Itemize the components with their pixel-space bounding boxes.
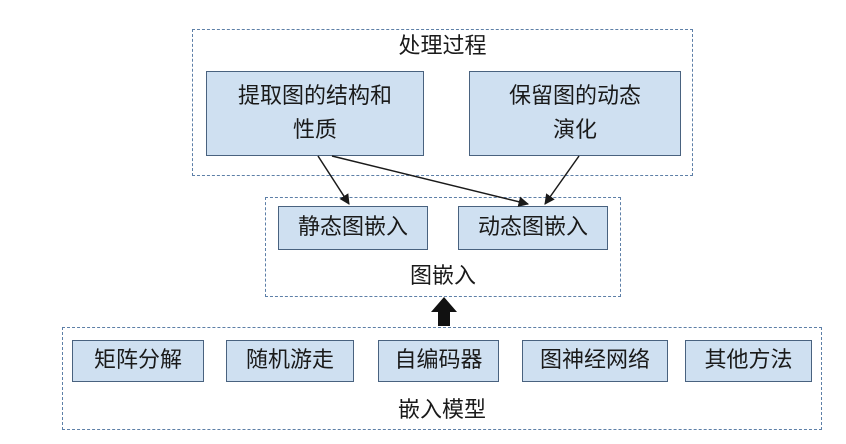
extract-structure-line2: 性质 bbox=[292, 117, 337, 143]
arrow-models-to-embedding bbox=[431, 297, 457, 326]
model-graph-neural-network: 图神经网络 bbox=[522, 340, 668, 382]
processing-title: 处理过程 bbox=[398, 34, 487, 59]
embedding-models-group bbox=[62, 327, 822, 430]
model-random-walk: 随机游走 bbox=[226, 340, 354, 382]
arrow-extract-to-dynamic bbox=[331, 155, 530, 207]
model-matrix-factorization: 矩阵分解 bbox=[72, 340, 204, 382]
extract-structure-line1: 提取图的结构和 bbox=[237, 83, 392, 109]
static-embedding-box: 静态图嵌入 bbox=[278, 206, 428, 250]
graph-embedding-group bbox=[265, 197, 621, 297]
dynamic-embedding-box: 动态图嵌入 bbox=[458, 206, 608, 250]
arrow-preserve-to-dynamic bbox=[544, 155, 580, 205]
preserve-dynamics-box: 保留图的动态 演化 bbox=[469, 71, 681, 156]
arrow-extract-to-static bbox=[317, 155, 350, 205]
embedding-models-title: 嵌入模型 bbox=[397, 398, 486, 423]
processing-group bbox=[192, 29, 693, 176]
preserve-dynamics-line2: 演化 bbox=[552, 117, 597, 143]
model-autoencoder: 自编码器 bbox=[378, 340, 499, 382]
model-other-methods: 其他方法 bbox=[685, 340, 812, 382]
extract-structure-box: 提取图的结构和 性质 bbox=[206, 71, 424, 156]
graph-embedding-title: 图嵌入 bbox=[409, 264, 476, 289]
preserve-dynamics-line1: 保留图的动态 bbox=[508, 83, 641, 109]
